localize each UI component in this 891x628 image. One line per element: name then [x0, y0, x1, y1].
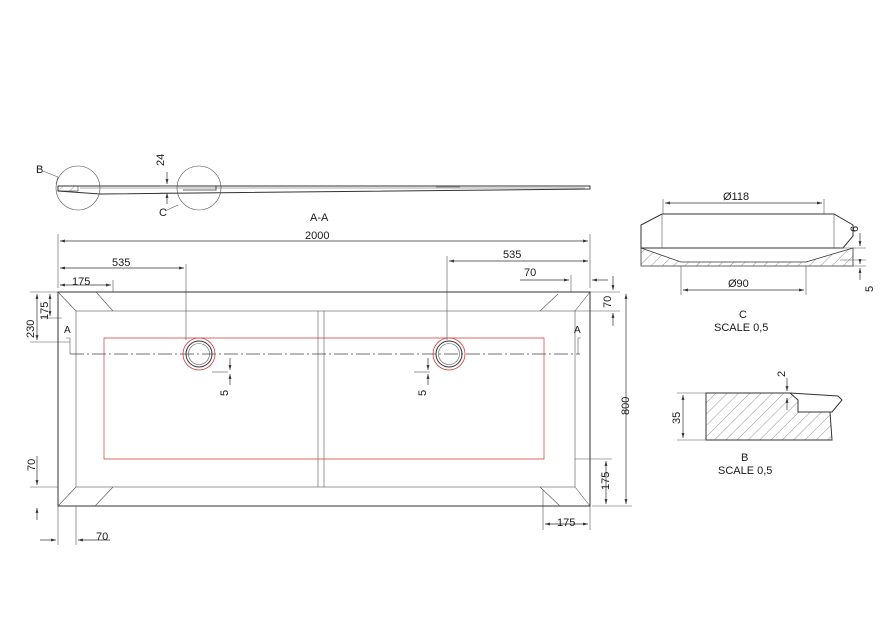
- side-left-outer-label: 230: [25, 320, 37, 338]
- thickness-label: 24: [155, 154, 167, 166]
- drain-offset-left-label: 535: [112, 257, 130, 269]
- overall-width-label: 2000: [305, 230, 329, 242]
- drain-channel-outline: [103, 337, 545, 460]
- bottom-left-side-label: 70: [26, 459, 38, 471]
- side-right-top-label: 70: [602, 296, 614, 308]
- plan-view: A A 5 5: [57, 291, 591, 507]
- bottom-left-width-label: 70: [96, 531, 108, 543]
- detail-b-view: 35 2 B SCALE 0,5: [671, 371, 843, 477]
- height-label: 800: [620, 397, 632, 415]
- depth-bottom-label: 5: [864, 286, 876, 292]
- detail-b-callout-circle: [55, 165, 101, 211]
- detail-b-label: B: [741, 452, 748, 464]
- marker-c: C: [159, 207, 167, 219]
- drain-offset-right-label: 535: [503, 249, 521, 261]
- top-diameter-label: Ø118: [723, 191, 749, 203]
- section-title: A-A: [310, 212, 329, 224]
- plan-dimensions: 2000 535 535 70 175 230 175 70: [25, 230, 632, 545]
- detail-b-scale: SCALE 0,5: [718, 465, 772, 477]
- depth-top-label: 6: [849, 226, 861, 232]
- drain-gap-left-label: 5: [219, 390, 231, 396]
- detail-b-lip-label: 2: [776, 371, 788, 377]
- drain-left: [182, 337, 216, 371]
- drain-right: [432, 337, 466, 371]
- bottom-diameter-label: Ø90: [728, 278, 749, 290]
- detail-c-view: Ø118 Ø90 6 5 C SCALE 0,5: [640, 191, 876, 334]
- section-aa-view: B C 24 A-A: [36, 154, 591, 224]
- detail-c-label: C: [739, 309, 747, 321]
- section-marker-left: A: [64, 325, 71, 336]
- section-marker-right: A: [574, 325, 581, 336]
- border-top-right-label: 70: [524, 267, 536, 279]
- side-left-inner-label: 175: [39, 302, 51, 320]
- detail-c-callout-circle: [176, 165, 222, 211]
- detail-c-scale: SCALE 0,5: [714, 322, 768, 334]
- detail-b-height-label: 35: [671, 412, 683, 424]
- bottom-right-side-label: 175: [600, 472, 612, 490]
- bottom-right-width-label: 175: [557, 517, 575, 529]
- drain-gap-right-label: 5: [417, 390, 429, 396]
- marker-b: B: [36, 164, 43, 176]
- corner-top-left-label: 175: [72, 276, 90, 288]
